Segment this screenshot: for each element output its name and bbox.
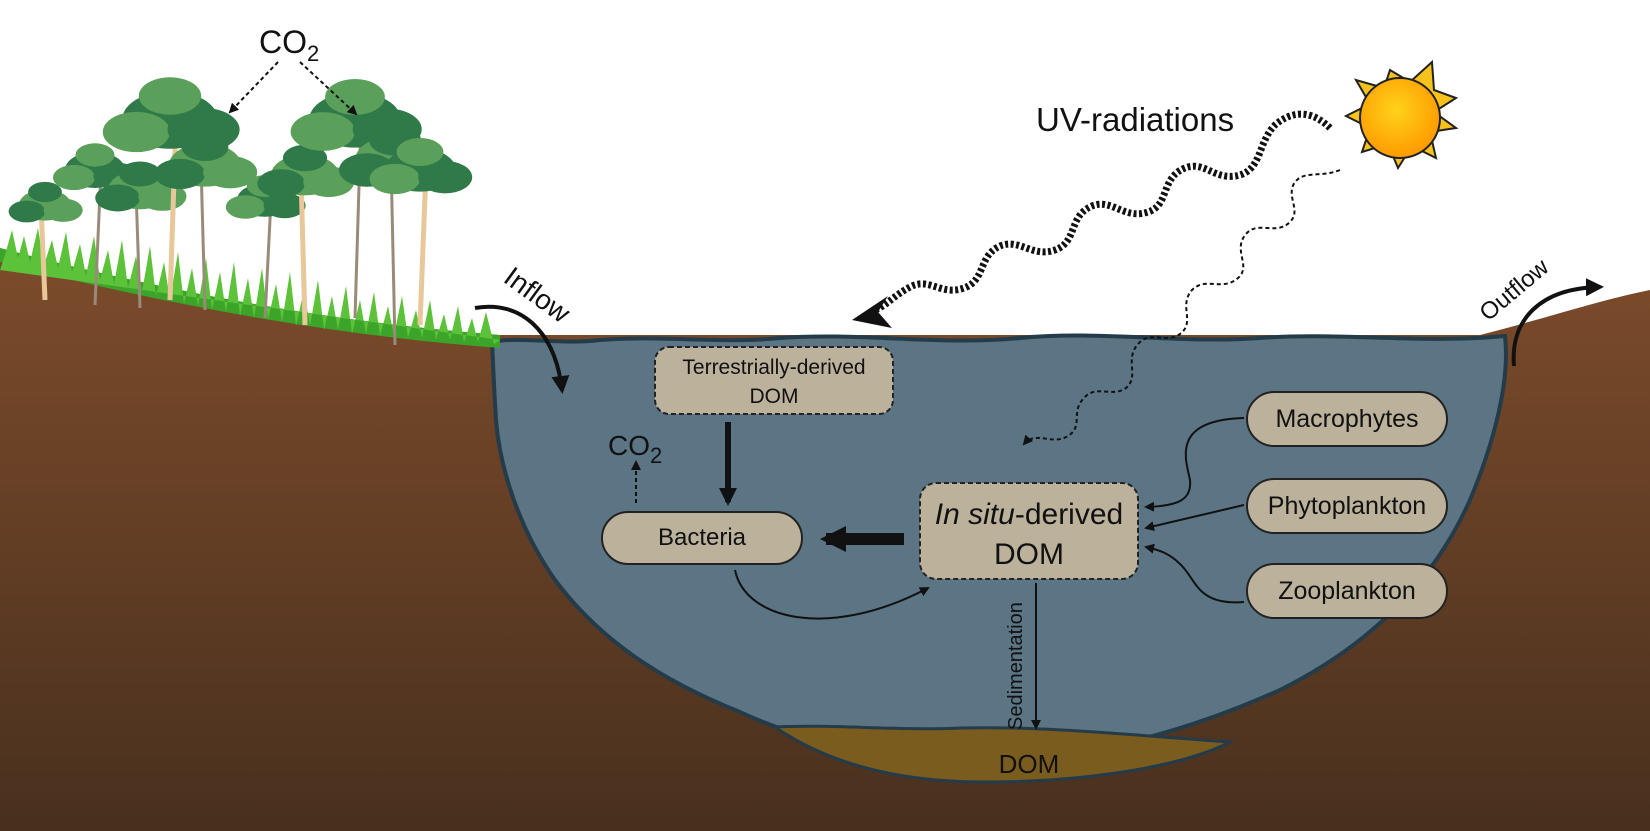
bacteria-to-insitu-arrow	[734, 569, 930, 620]
tree-foliage	[396, 137, 444, 167]
macrophytes-box: Macrophytes	[1246, 391, 1448, 447]
tree-foliage	[225, 195, 265, 219]
insitu-dom-box: In situ-derived DOM	[919, 482, 1139, 580]
grass	[0, 228, 500, 348]
bacteria-box: Bacteria	[601, 511, 803, 565]
trees	[8, 77, 473, 346]
zooplankton-box: Zooplankton	[1246, 563, 1448, 619]
tree-foliage	[203, 156, 258, 189]
co2-arrow-right	[299, 61, 358, 116]
tree-foliage	[8, 200, 45, 223]
bacteria-label: Bacteria	[658, 524, 747, 551]
zooplankton-label: Zooplankton	[1278, 577, 1416, 605]
uv-arrowhead	[852, 296, 892, 328]
tree-foliage	[369, 163, 420, 195]
outflow-label: Outflow	[1475, 253, 1555, 326]
inflow-arrow	[474, 304, 570, 394]
tree-trunk	[199, 164, 207, 311]
tree-foliage	[325, 79, 385, 115]
sediment-dom-label: DOM	[999, 749, 1060, 779]
tree-foliage	[102, 111, 170, 153]
tree-foliage	[75, 143, 115, 167]
insitu-dom-line1: In situ-derived	[935, 498, 1123, 531]
co2-arrow-left	[228, 61, 279, 114]
tree-trunk	[134, 189, 142, 309]
tree-trunk	[417, 169, 429, 326]
tree-foliage	[290, 112, 355, 151]
uv-label: UV-radiations	[1036, 101, 1234, 138]
insitu-rest: -derived	[1015, 498, 1123, 531]
co2-lake-main: CO	[608, 430, 650, 461]
co2-top-sub: 2	[307, 41, 319, 66]
uv-thin-arrow	[1022, 169, 1341, 446]
macrophytes-label: Macrophytes	[1275, 405, 1418, 433]
sun-icon	[1343, 59, 1459, 171]
sediment-layer	[770, 724, 1236, 784]
tree-trunk	[298, 174, 308, 326]
tree-foliage	[43, 198, 83, 222]
zooplankton-to-insitu-arrow	[1144, 543, 1245, 604]
tree-foliage	[119, 161, 161, 187]
tree-foliage	[418, 161, 473, 194]
phytoplankton-to-insitu-arrow	[1144, 504, 1245, 532]
tree-foliage	[263, 193, 306, 219]
tree-foliage	[53, 164, 95, 191]
tree-foliage	[95, 184, 140, 212]
tree-foliage	[28, 181, 62, 203]
co2-lake-sub: 2	[650, 443, 662, 468]
co2-top-main: CO	[259, 24, 307, 60]
sedimentation-label: Sedimentation	[1005, 602, 1027, 730]
inflow-label: Inflow	[498, 261, 576, 330]
tree-trunk	[38, 204, 48, 301]
phytoplankton-box: Phytoplankton	[1246, 478, 1448, 534]
tree-trunk	[167, 119, 179, 301]
co2-lake-label: CO2	[608, 430, 662, 468]
terrestrial-dom-box: Terrestrially-derived DOM	[654, 346, 894, 415]
co2-top-label: CO2	[259, 24, 319, 66]
tree-foliage	[138, 77, 202, 115]
tree-foliage	[257, 169, 306, 198]
outflow-arrow	[1511, 278, 1604, 367]
terrestrial-dom-line1: Terrestrially-derived	[682, 356, 865, 379]
phytoplankton-label: Phytoplankton	[1268, 492, 1426, 520]
uv-wave-arrow	[868, 110, 1333, 316]
tree-foliage	[154, 158, 205, 190]
insitu-dom-line2: DOM	[994, 538, 1064, 571]
insitu-italic: In situ	[935, 498, 1015, 531]
tree-foliage	[282, 144, 328, 172]
tree-foliage	[181, 132, 229, 162]
terrestrial-dom-line2: DOM	[750, 385, 799, 408]
tree-trunk	[263, 199, 273, 319]
macrophytes-to-insitu-arrow	[1144, 417, 1245, 512]
